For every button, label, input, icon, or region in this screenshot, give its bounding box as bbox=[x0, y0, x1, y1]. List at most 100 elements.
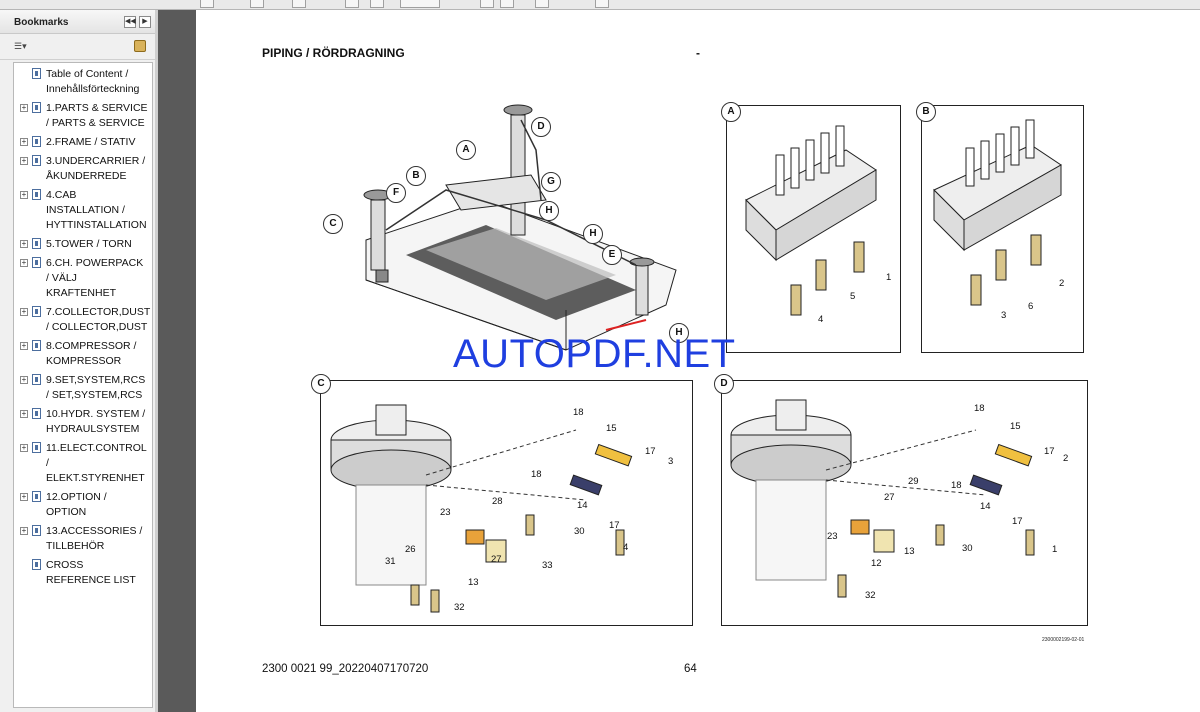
toolbar-button[interactable] bbox=[250, 0, 264, 8]
part-number-label: 13 bbox=[904, 546, 915, 557]
part-number-label: 4 bbox=[818, 314, 824, 325]
part-number-label: 30 bbox=[574, 526, 585, 537]
detail-c-label: C bbox=[311, 374, 331, 394]
footer-document-id: 2300 0021 99_20220407170720 bbox=[262, 663, 429, 675]
part-number-label: 23 bbox=[827, 531, 838, 542]
find-bookmark-icon[interactable] bbox=[134, 40, 146, 52]
toolbar-button[interactable] bbox=[535, 0, 549, 8]
bookmark-item[interactable]: +5.TOWER / TORN bbox=[14, 237, 152, 252]
expand-icon[interactable]: + bbox=[20, 409, 28, 418]
bookmark-item[interactable]: Table of Content / Innehållsförteckning bbox=[14, 67, 152, 97]
overview-callout: E bbox=[602, 245, 622, 265]
part-number-label: 14 bbox=[577, 500, 588, 511]
bookmark-icon bbox=[32, 189, 41, 200]
expand-icon[interactable]: + bbox=[20, 258, 28, 267]
part-number-label: 2 bbox=[1059, 278, 1065, 289]
part-number-label: 3 bbox=[1001, 310, 1007, 321]
bookmark-label: 11.ELECT.CONTROL / ELEKT.STYRENHET bbox=[46, 442, 147, 484]
expand-icon[interactable]: + bbox=[20, 492, 28, 501]
part-number-label: 17 bbox=[609, 520, 620, 531]
bookmark-label: 4.CAB INSTALLATION / HYTTINSTALLATION bbox=[46, 189, 147, 231]
part-number-label: 18 bbox=[974, 403, 985, 414]
expand-panel-button[interactable]: ▶ bbox=[139, 16, 151, 28]
bookmark-item[interactable]: +8.COMPRESSOR / KOMPRESSOR bbox=[14, 339, 152, 369]
part-number-label: 28 bbox=[492, 496, 503, 507]
part-number-label: 31 bbox=[385, 556, 396, 567]
bookmark-label: 8.COMPRESSOR / KOMPRESSOR bbox=[46, 340, 137, 367]
bookmark-icon bbox=[32, 238, 41, 249]
bookmark-label: 13.ACCESSORIES / TILLBEHÖR bbox=[46, 525, 143, 552]
bookmark-label: Table of Content / Innehållsförteckning bbox=[46, 68, 140, 95]
bookmark-icon bbox=[32, 136, 41, 147]
part-number-label: 15 bbox=[1010, 421, 1021, 432]
bookmark-icon bbox=[32, 374, 41, 385]
watermark: AUTOPDF.NET bbox=[453, 332, 736, 376]
expand-icon[interactable]: + bbox=[20, 190, 28, 199]
part-number-label: 1 bbox=[886, 272, 892, 283]
toolbar-button[interactable] bbox=[345, 0, 359, 8]
part-number-label: 15 bbox=[606, 423, 617, 434]
bookmark-label: 12.OPTION / OPTION bbox=[46, 491, 107, 518]
toolbar-button[interactable] bbox=[595, 0, 609, 8]
expand-icon[interactable]: + bbox=[20, 341, 28, 350]
tower-piping-c-drawing bbox=[330, 404, 633, 613]
page-number-field[interactable] bbox=[400, 0, 440, 8]
part-number-label: 1 bbox=[1052, 544, 1058, 555]
expand-icon[interactable]: + bbox=[20, 443, 28, 452]
bookmark-item[interactable]: CROSS REFERENCE LIST bbox=[14, 558, 152, 588]
detail-b-label: B bbox=[916, 102, 936, 122]
valve-block-b-drawing bbox=[933, 119, 1062, 306]
part-number-label: 18 bbox=[951, 480, 962, 491]
part-number-label: 18 bbox=[531, 469, 542, 480]
bookmark-item[interactable]: +3.UNDERCARRIER / ÅKUNDERREDE bbox=[14, 154, 152, 184]
part-number-label: 5 bbox=[850, 291, 856, 302]
bookmark-item[interactable]: +11.ELECT.CONTROL / ELEKT.STYRENHET bbox=[14, 441, 152, 486]
page-title-dash: - bbox=[696, 46, 700, 60]
bookmark-item[interactable]: +6.CH. POWERPACK / VÄLJ KRAFTENHET bbox=[14, 256, 152, 301]
expand-icon[interactable]: + bbox=[20, 375, 28, 384]
part-number-label: 27 bbox=[491, 554, 502, 565]
bookmark-item[interactable]: +7.COLLECTOR,DUST / COLLECTOR,DUST bbox=[14, 305, 152, 335]
expand-icon[interactable]: + bbox=[20, 103, 28, 112]
bookmark-label: CROSS REFERENCE LIST bbox=[46, 559, 136, 586]
part-number-label: 6 bbox=[1028, 301, 1034, 312]
part-number-label: 13 bbox=[468, 577, 479, 588]
footer-page-number: 64 bbox=[684, 663, 697, 675]
toolbar-button[interactable] bbox=[292, 0, 306, 8]
options-menu-icon[interactable]: ☰▾ bbox=[14, 41, 27, 51]
collapse-panel-button[interactable]: ◀◀ bbox=[124, 16, 136, 28]
bookmark-icon bbox=[32, 155, 41, 166]
bookmark-label: 3.UNDERCARRIER / ÅKUNDERREDE bbox=[46, 155, 146, 182]
bookmark-item[interactable]: +2.FRAME / STATIV bbox=[14, 135, 152, 150]
panel-header: Bookmarks ◀◀ ▶ bbox=[0, 10, 157, 34]
page-title: PIPING / RÖRDRAGNING bbox=[262, 46, 405, 60]
bookmark-item[interactable]: +13.ACCESSORIES / TILLBEHÖR bbox=[14, 524, 152, 554]
bookmark-item[interactable]: +1.PARTS & SERVICE / PARTS & SERVICE bbox=[14, 101, 152, 131]
expand-icon[interactable]: + bbox=[20, 156, 28, 165]
bookmark-item[interactable]: +10.HYDR. SYSTEM / HYDRAULSYSTEM bbox=[14, 407, 152, 437]
bookmark-item[interactable]: +9.SET,SYSTEM,RCS / SET,SYSTEM,RCS bbox=[14, 373, 152, 403]
part-number-label: 33 bbox=[542, 560, 553, 571]
bookmark-label: 6.CH. POWERPACK / VÄLJ KRAFTENHET bbox=[46, 257, 144, 299]
bookmark-label: 5.TOWER / TORN bbox=[46, 238, 132, 250]
bookmark-label: 2.FRAME / STATIV bbox=[46, 136, 136, 148]
bookmark-label: 7.COLLECTOR,DUST / COLLECTOR,DUST bbox=[46, 306, 151, 333]
toolbar-button[interactable] bbox=[480, 0, 494, 8]
overview-callout: F bbox=[386, 183, 406, 203]
expand-icon[interactable]: + bbox=[20, 307, 28, 316]
expand-icon[interactable]: + bbox=[20, 526, 28, 535]
machine-overview-drawing bbox=[363, 104, 677, 351]
part-number-label: 4 bbox=[623, 542, 629, 553]
toolbar-button[interactable] bbox=[200, 0, 214, 8]
expand-icon[interactable]: + bbox=[20, 239, 28, 248]
part-number-label: 17 bbox=[1044, 446, 1055, 457]
expand-icon[interactable]: + bbox=[20, 137, 28, 146]
bookmark-item[interactable]: +4.CAB INSTALLATION / HYTTINSTALLATION bbox=[14, 188, 152, 233]
bookmark-item[interactable]: +12.OPTION / OPTION bbox=[14, 490, 152, 520]
toolbar-button[interactable] bbox=[370, 0, 384, 8]
overview-callout: D bbox=[531, 117, 551, 137]
toolbar-button[interactable] bbox=[500, 0, 514, 8]
panel-splitter[interactable] bbox=[155, 10, 158, 712]
part-number-label: 3 bbox=[668, 456, 674, 467]
